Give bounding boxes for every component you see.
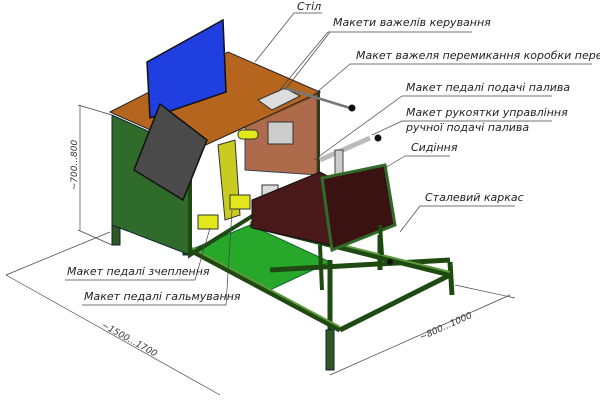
dimension-lines bbox=[5, 104, 516, 396]
label-gear-lever: Макет важеля перемикання коробки передач bbox=[356, 49, 600, 62]
hand-fuel-lever bbox=[318, 135, 372, 163]
monitor bbox=[146, 18, 227, 120]
label-table: Стіл bbox=[297, 0, 322, 13]
gear-lever bbox=[284, 86, 351, 110]
label-seat: Сидіння bbox=[411, 141, 458, 154]
label-control-levers: Макети важелів керування bbox=[333, 16, 491, 29]
dimension-height: ~700...800 bbox=[70, 139, 81, 191]
label-fuel-pedal: Макет педалі подачі палива bbox=[406, 81, 571, 94]
label-brake-pedal: Макет педалі гальмування bbox=[84, 290, 241, 303]
label-hand-fuel-line2: ручної подачі палива bbox=[406, 121, 530, 134]
seat-back bbox=[320, 163, 397, 253]
pedals bbox=[197, 184, 279, 230]
tablet-panel bbox=[133, 102, 208, 202]
label-steel-frame: Сталевий каркас bbox=[425, 191, 524, 204]
leader-lines bbox=[65, 12, 592, 306]
label-clutch-pedal: Макет педалі зчеплення bbox=[67, 265, 210, 278]
levers-plate bbox=[256, 87, 302, 111]
label-hand-fuel-line1: Макет рукоятки управління bbox=[406, 106, 568, 119]
